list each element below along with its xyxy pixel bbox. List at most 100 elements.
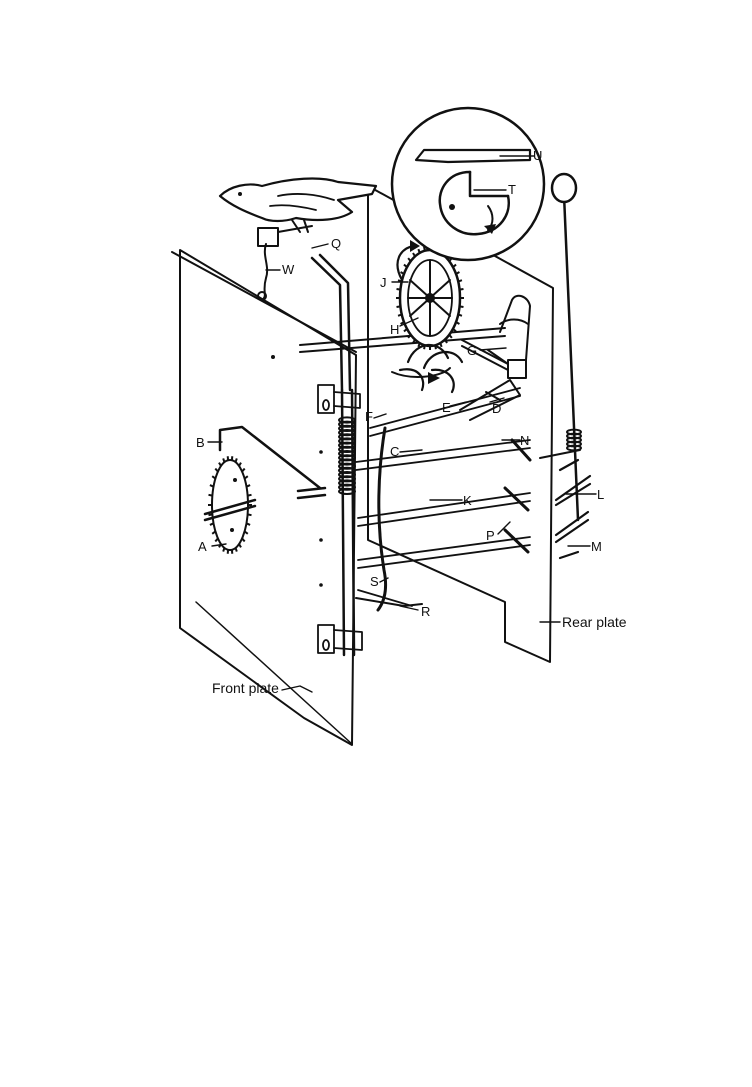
gear-tooth	[241, 467, 246, 473]
front-plate-top-edge	[171, 251, 357, 353]
gear-tooth	[397, 313, 403, 317]
spring-turn	[338, 462, 356, 470]
fly-H	[398, 343, 464, 394]
label-H: H	[390, 322, 399, 337]
rivet	[319, 583, 323, 587]
rivet	[319, 450, 323, 454]
gear-tooth	[400, 321, 405, 325]
pins-N	[510, 438, 532, 462]
wheel-A	[203, 456, 257, 554]
label-L: L	[597, 487, 604, 502]
gear-tooth	[407, 257, 412, 262]
spring-turn	[338, 450, 356, 458]
label-M: M	[591, 539, 602, 554]
pin-stub	[296, 486, 327, 500]
rotation-arrowhead	[410, 240, 420, 252]
gear-tooth	[412, 252, 416, 257]
upper-bracket	[317, 384, 361, 414]
gear-tooth	[222, 547, 226, 552]
label-rear-plate: Rear plate	[562, 614, 627, 630]
rivet	[319, 538, 323, 542]
gear-tooth	[243, 530, 249, 535]
gear-tooth	[208, 493, 213, 497]
gear-tooth	[457, 279, 463, 283]
label-F: F	[365, 409, 373, 424]
label-J: J	[380, 275, 387, 290]
label-front-plate: Front plate	[212, 680, 279, 696]
gear-tooth	[439, 342, 443, 348]
gear-tooth	[455, 321, 460, 325]
gear-tooth	[209, 522, 214, 526]
arm-R	[355, 597, 423, 607]
gear-tooth	[218, 462, 222, 467]
wire-W	[261, 243, 269, 301]
lever-E	[459, 379, 521, 421]
gear-tooth	[209, 484, 214, 488]
label-K: K	[463, 493, 472, 508]
wire-S	[376, 426, 388, 612]
gear-tooth	[211, 530, 217, 535]
pendulum-rod	[539, 172, 582, 522]
gear-tooth	[247, 513, 252, 517]
label-Q: Q	[331, 236, 341, 251]
gear-tooth	[457, 313, 463, 317]
cams-L	[554, 458, 592, 507]
gear-tooth	[222, 458, 226, 463]
label-T: T	[508, 182, 516, 197]
spring-turn	[338, 429, 356, 437]
gear-tooth	[246, 484, 251, 488]
front-plate	[179, 249, 357, 746]
spring-turn	[338, 441, 356, 449]
top-cross-bar	[299, 327, 506, 346]
spring-turn	[338, 483, 356, 491]
spring-turn	[338, 487, 356, 495]
leader-lines	[207, 155, 597, 693]
gear-tooth	[459, 287, 464, 291]
gear-tooth	[400, 271, 405, 275]
gear-tooth	[234, 458, 238, 463]
gear-tooth	[208, 513, 213, 517]
inset-detail	[390, 106, 546, 262]
gear-tooth	[396, 305, 401, 309]
arbor-K	[357, 492, 531, 527]
gear-tooth	[238, 462, 242, 467]
rivet	[271, 355, 275, 359]
gear-tooth	[403, 263, 408, 268]
label-P: P	[486, 528, 495, 543]
lower-bracket	[317, 624, 363, 654]
spring-coil	[338, 416, 356, 495]
lever-B	[218, 425, 322, 490]
label-A: A	[198, 539, 207, 554]
gear-tooth	[211, 475, 217, 480]
gear-tooth	[234, 547, 238, 552]
curve-arrowhead-lower	[428, 372, 440, 384]
lever-D	[485, 391, 501, 401]
gear-tooth	[417, 342, 421, 348]
gear-tooth	[241, 537, 246, 543]
label-R: R	[421, 604, 430, 619]
label-E: E	[442, 400, 451, 415]
cams-M	[554, 510, 590, 560]
gear-tooth	[412, 339, 416, 344]
gear-tooth	[444, 339, 448, 344]
pins-P	[503, 486, 530, 554]
label-D: D	[492, 401, 501, 416]
gear-tooth	[396, 287, 401, 291]
label-W: W	[282, 262, 295, 277]
arbor-F	[369, 387, 521, 437]
front-plate-lower-edge	[195, 601, 353, 745]
gear-tooth	[459, 305, 464, 309]
gear-tooth	[243, 475, 249, 480]
spring-turn	[338, 420, 356, 428]
gear-tooth	[214, 537, 219, 543]
arbor-C	[355, 439, 531, 471]
gear-tooth	[452, 328, 457, 333]
label-B: B	[196, 435, 205, 450]
label-G: G	[467, 343, 477, 358]
arbor-lower	[357, 536, 531, 569]
label-U: U	[533, 148, 542, 163]
spring-turn	[338, 471, 356, 479]
label-N: N	[520, 433, 529, 448]
label-S: S	[370, 574, 379, 589]
